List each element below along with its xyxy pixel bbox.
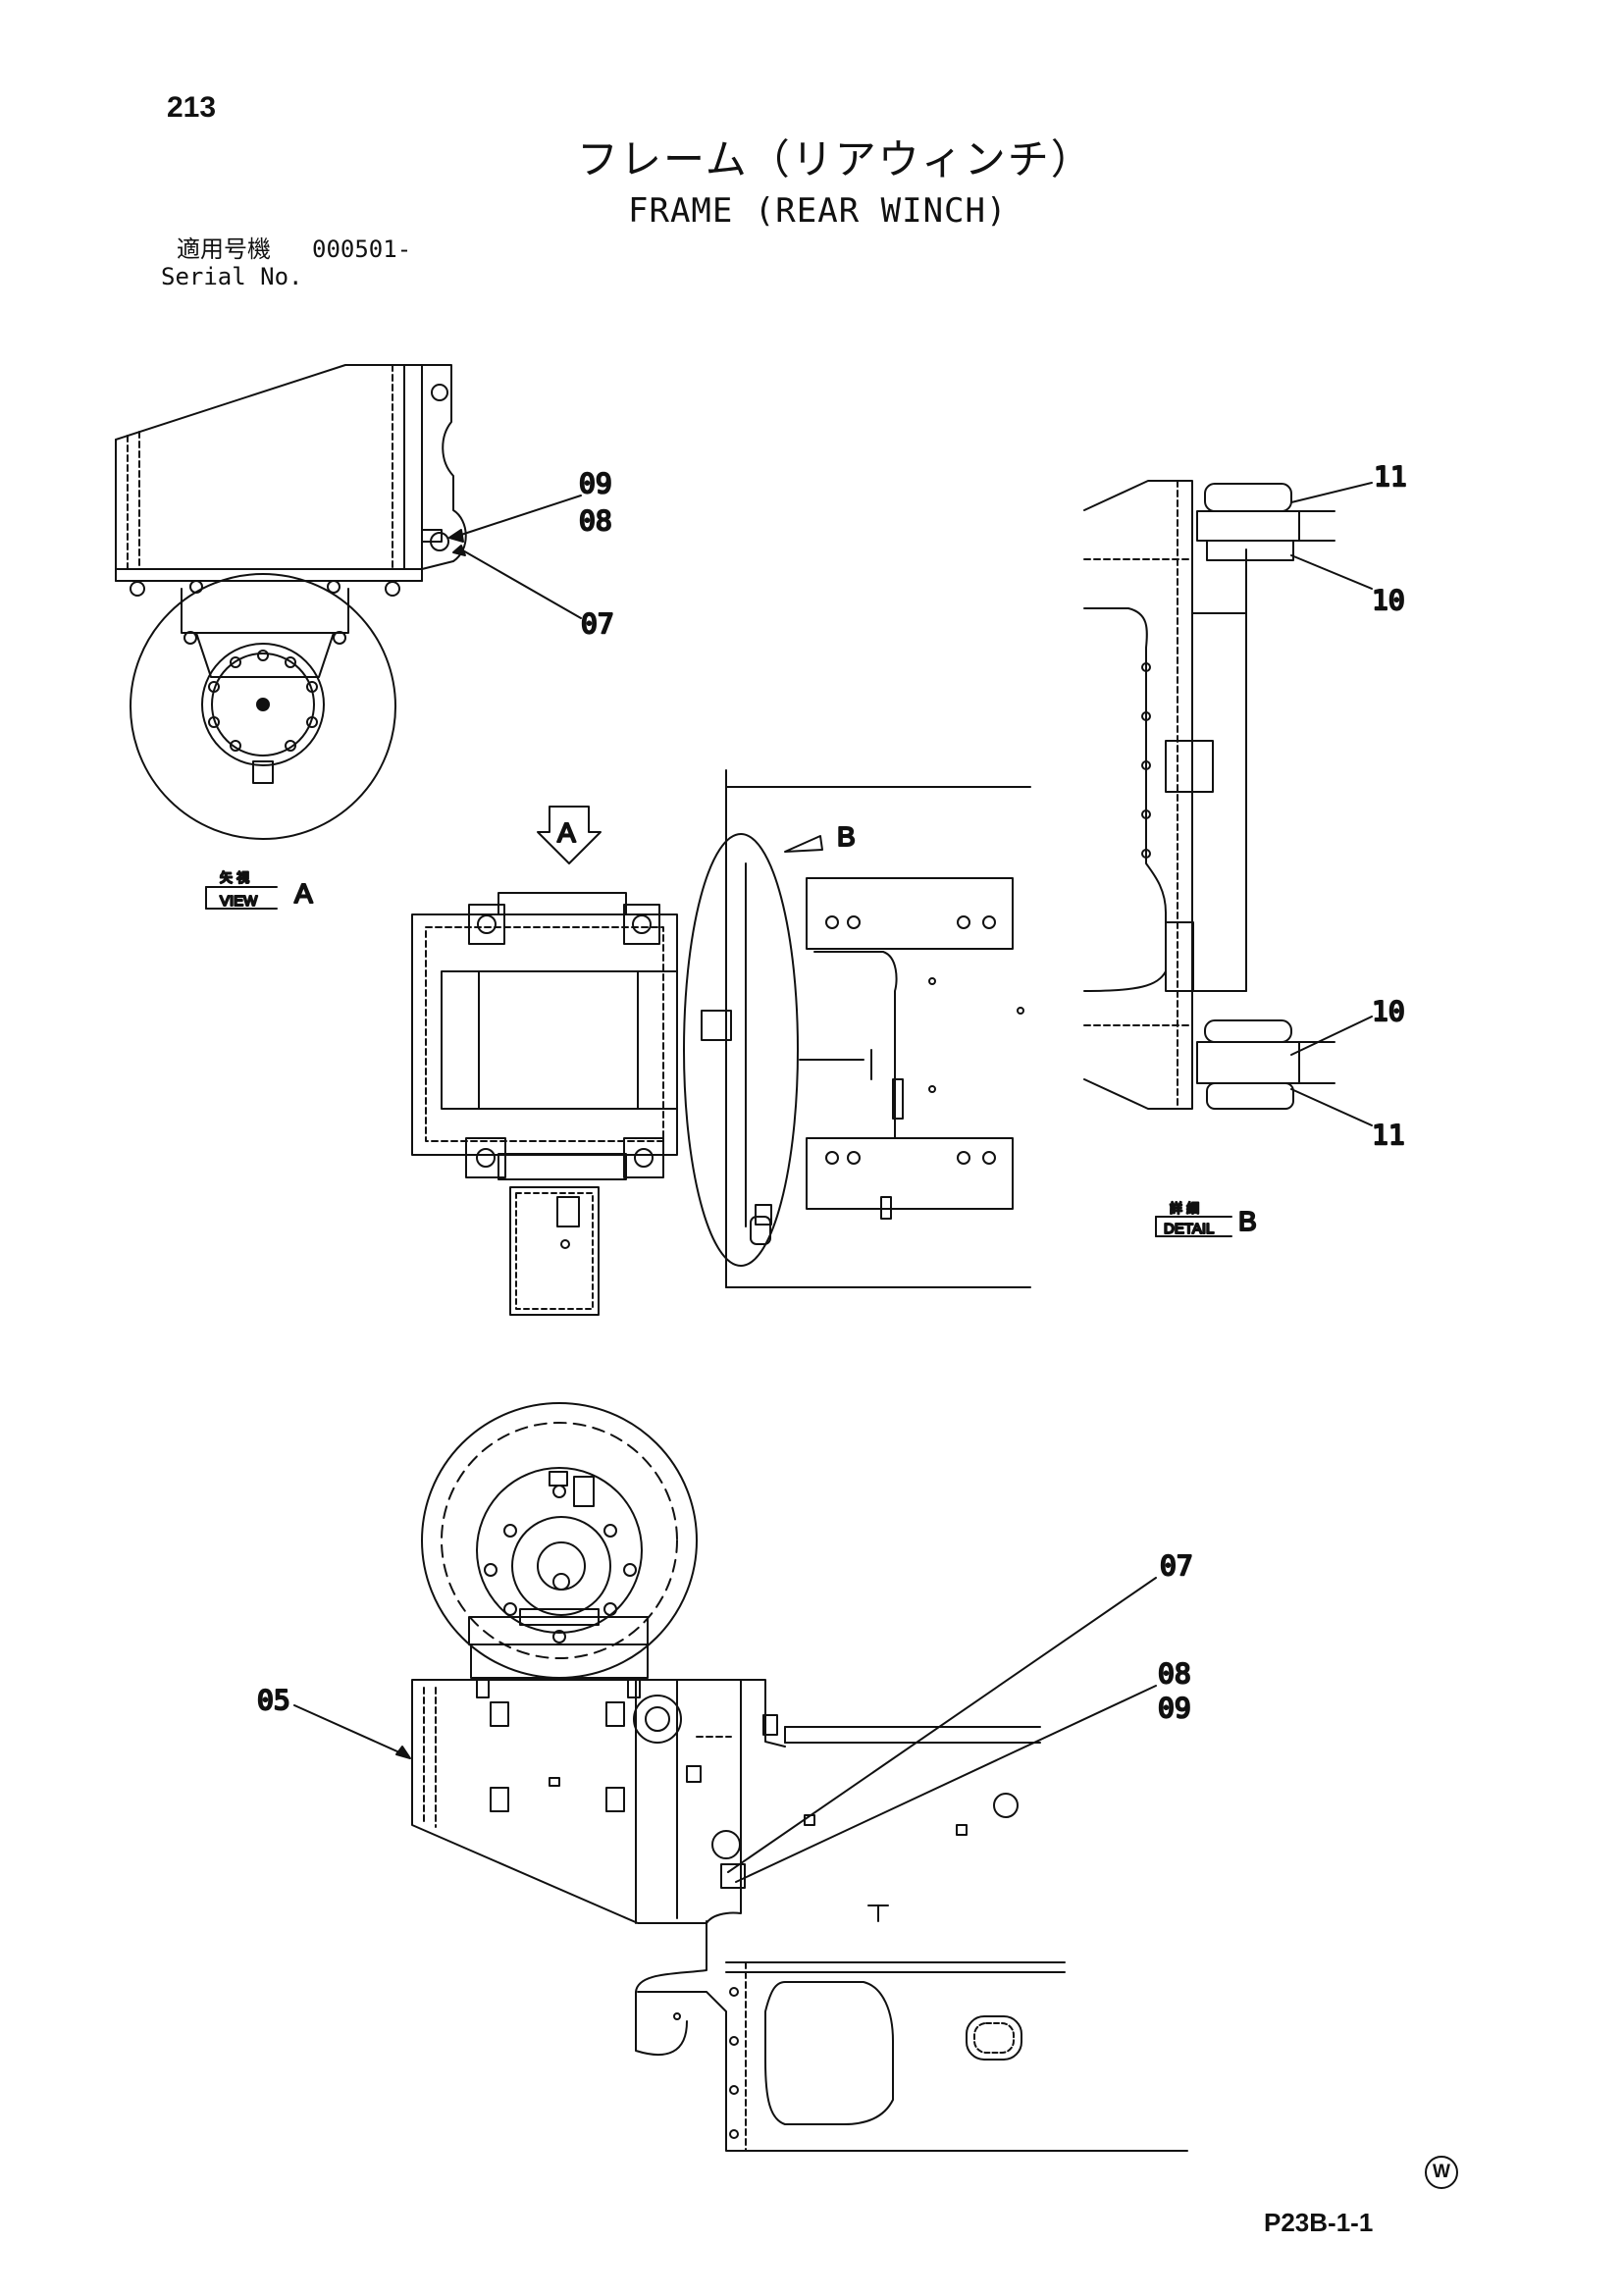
callout-09-bottom: 09	[1158, 1692, 1191, 1724]
circled-w-mark: W	[1425, 2156, 1458, 2189]
view-a-letter: A	[294, 878, 313, 909]
callout-07-bottom: 07	[1160, 1549, 1193, 1582]
callout-11-detail-top: 11	[1374, 460, 1407, 493]
detail-b-label-box: 詳 細 DETAIL B	[1155, 1200, 1258, 1238]
view-a-drawing	[115, 364, 582, 840]
page-number: 213	[167, 91, 217, 124]
detail-b-japanese: 詳 細	[1170, 1201, 1199, 1217]
callout-10-detail-bottom: 10	[1372, 995, 1405, 1027]
callout-09-top: 09	[579, 467, 612, 499]
callout-07-top: 07	[581, 607, 614, 640]
callout-08-top: 08	[579, 504, 612, 537]
serial-label-english: Serial No.	[161, 263, 303, 290]
view-arrow-a-label: A	[557, 817, 576, 848]
view-a-japanese: 矢 視	[220, 871, 249, 886]
page-title-english: FRAME (REAR WINCH)	[628, 191, 1008, 231]
side-view-drawing	[293, 1402, 1188, 2152]
detail-b-drawing	[1083, 480, 1373, 1126]
callout-05: 05	[257, 1684, 290, 1716]
document-code: P23B-1-1	[1264, 2208, 1374, 2237]
detail-pointer-b-label: B	[837, 821, 856, 852]
serial-label-japanese: 適用号機	[177, 235, 271, 263]
serial-number: 000501-	[312, 235, 412, 263]
callout-08-bottom: 08	[1158, 1657, 1191, 1690]
main-top-view-drawing	[411, 769, 1031, 1316]
callout-10-detail-top: 10	[1372, 584, 1405, 616]
view-a-label-box: 矢 視 VIEW A	[205, 870, 314, 911]
view-a-english: VIEW	[220, 893, 258, 910]
detail-b-english: DETAIL	[1164, 1221, 1214, 1237]
detail-b-letter: B	[1238, 1206, 1257, 1236]
page-title-japanese: フレーム（リアウィンチ）	[577, 135, 1094, 183]
callout-11-detail-bottom: 11	[1372, 1119, 1405, 1151]
